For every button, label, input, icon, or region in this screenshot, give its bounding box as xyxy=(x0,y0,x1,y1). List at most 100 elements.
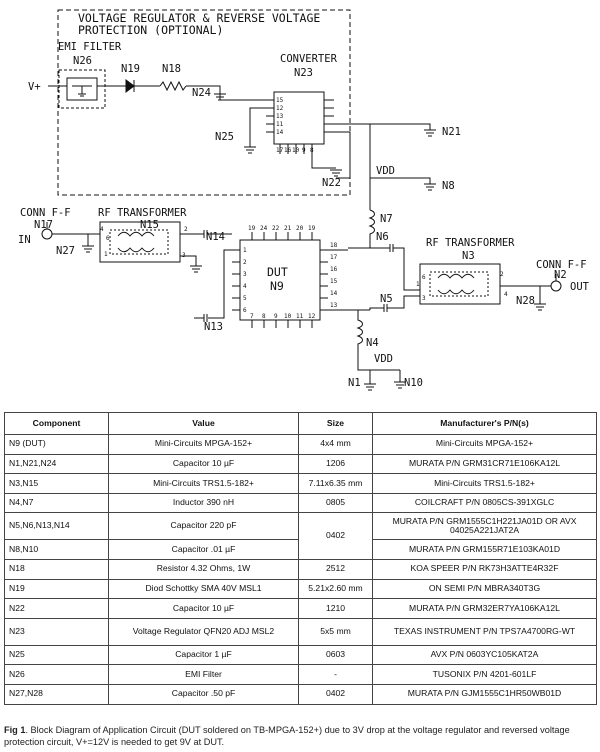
pin-dut-top-1: 19 xyxy=(248,225,256,232)
cell-value: Capacitor .01 µF xyxy=(108,539,299,560)
pin-dut-right-18: 18 xyxy=(330,242,338,249)
cell-value: Capacitor 10 µF xyxy=(108,598,299,619)
table-row: N18 Resistor 4.32 Ohms, 1W 2512 KOA SPEE… xyxy=(4,558,597,580)
bill-of-materials-table: Component Value Size Manufacturer's P/N(… xyxy=(4,412,597,705)
cell-pn: TEXAS INSTRUMENT P/N TPS7A4700RG-WT xyxy=(372,617,597,646)
pin-dut-left-6: 6 xyxy=(243,307,247,314)
table-row: N23 Voltage Regulator QFN20 ADJ MSL2 5x5… xyxy=(4,617,597,646)
ref-n8: N8 xyxy=(442,180,455,192)
pin-conv-left-13: 13 xyxy=(276,113,284,120)
table-row: N5,N6,N13,N14 Capacitor 220 pF 0402 MURA… xyxy=(4,512,597,560)
pin-dut-left-5: 5 xyxy=(243,295,247,302)
table-row: N26 EMI Filter - TUSONIX P/N 4201-601LF xyxy=(4,664,597,685)
cell-pn: MURATA P/N GRM155R71E103KA01D xyxy=(372,539,597,560)
cell-component: N8,N10 xyxy=(4,539,109,560)
cell-pn: MURATA P/N GRM31CR71E106KA12L xyxy=(372,453,597,475)
pin-dut-bottom-11: 11 xyxy=(296,313,304,320)
cell-size: 4x4 mm xyxy=(298,434,373,455)
pin-t-left-2: 2 xyxy=(184,226,188,233)
pin-conv-bottom-10: 10 xyxy=(292,147,300,154)
cell-size: 0603 xyxy=(298,644,373,666)
cell-component: N27,N28 xyxy=(4,683,109,705)
pin-t-right-6: 6 xyxy=(422,274,426,281)
pin-conv-bottom-16: 16 xyxy=(284,147,292,154)
pin-conv-bottom-8: 8 xyxy=(310,147,314,154)
pin-t-left-4: 4 xyxy=(100,226,104,233)
optional-regulator-box xyxy=(57,9,351,196)
pin-dut-right-13: 13 xyxy=(330,302,338,309)
cell-component: N22 xyxy=(4,598,109,619)
pin-conv-left-14: 14 xyxy=(276,129,284,136)
cell-component: N4,N7 xyxy=(4,492,109,514)
pin-dut-top-2: 24 xyxy=(260,225,268,232)
table-row: N3,N15 Mini-Circuits TRS1.5-182+ 7.11x6.… xyxy=(4,473,597,494)
cell-size: 7.11x6.35 mm xyxy=(298,473,373,494)
rf-transformer-left xyxy=(99,221,181,263)
table-row: N19 Diod Schottky SMA 40V MSL1 5.21x2.60… xyxy=(4,578,597,600)
ref-n27: N27 xyxy=(56,245,75,257)
pin-dut-right-17: 17 xyxy=(330,254,338,261)
ref-n24: N24 xyxy=(192,87,211,99)
cell-size: 5x5 mm xyxy=(298,617,373,646)
emi-filter-box xyxy=(58,69,106,109)
table-row: N25 Capacitor 1 µF 0603 AVX P/N 0603YC10… xyxy=(4,644,597,666)
out-label: OUT xyxy=(570,281,590,293)
rf-transformer-left-label: RF TRANSFORMER xyxy=(98,207,187,219)
cell-pn: KOA SPEER P/N RK73H3ATTE4R32F xyxy=(372,558,597,580)
cell-value: Capacitor 220 pF xyxy=(108,512,299,541)
cell-component: N25 xyxy=(4,644,109,666)
conn-out-label: CONN F-F xyxy=(536,259,587,271)
inductor-n7 xyxy=(368,209,375,248)
cell-value: Capacitor .50 pF xyxy=(108,683,299,705)
ref-n3: N3 xyxy=(462,250,475,262)
diode-symbol xyxy=(125,79,135,93)
ref-n17: N17 xyxy=(34,219,53,231)
cell-pn: ON SEMI P/N MBRA340T3G xyxy=(372,578,597,600)
box-title-line2: PROTECTION (OPTIONAL) xyxy=(78,23,223,37)
emi-filter-label: EMI FILTER xyxy=(58,41,122,53)
header-size: Size xyxy=(298,412,373,435)
cell-size: 0402 xyxy=(298,683,373,705)
pin-conv-bottom-17: 17 xyxy=(276,147,284,154)
header-value: Value xyxy=(108,412,299,435)
ref-n19: N19 xyxy=(121,63,140,75)
cell-size: 1210 xyxy=(298,598,373,619)
pin-conv-left-11: 11 xyxy=(276,121,284,128)
cell-pn: TUSONIX P/N 4201-601LF xyxy=(372,664,597,685)
pin-dut-left-4: 4 xyxy=(243,283,247,290)
cell-size: 2512 xyxy=(298,558,373,580)
caption-text: . Block Diagram of Application Circuit (… xyxy=(4,725,570,747)
cell-value: Mini-Circuits MPGA-152+ xyxy=(108,434,299,455)
ref-n21: N21 xyxy=(442,126,461,138)
cell-value: Inductor 390 nH xyxy=(108,492,299,514)
rf-transformer-right-label: RF TRANSFORMER xyxy=(426,237,515,249)
cell-size: 0402 xyxy=(298,512,373,560)
converter-label: CONVERTER xyxy=(280,53,338,65)
box-title-line1: VOLTAGE REGULATOR & REVERSE VOLTAGE xyxy=(78,11,320,25)
table-row: N27,N28 Capacitor .50 pF 0402 MURATA P/N… xyxy=(4,683,597,705)
resistor-symbol xyxy=(159,80,187,92)
ref-n14: N14 xyxy=(206,231,225,243)
conn-in-label: CONN F-F xyxy=(20,207,71,219)
dut-label: DUT xyxy=(267,265,288,279)
pin-t-right-4: 4 xyxy=(504,291,508,298)
pin-t-right-3: 3 xyxy=(422,295,426,302)
ref-n25: N25 xyxy=(215,131,234,143)
pin-conv-left-15: 15 xyxy=(276,97,284,104)
pin-dut-top-5: 20 xyxy=(296,225,304,232)
cell-pn: COILCRAFT P/N 0805CS-391XGLC xyxy=(372,492,597,514)
table-row: N4,N7 Inductor 390 nH 0805 COILCRAFT P/N… xyxy=(4,492,597,514)
cell-pn: AVX P/N 0603YC105KAT2A xyxy=(372,644,597,666)
pin-dut-bottom-8: 8 xyxy=(262,313,266,320)
cell-pn: Mini-Circuits MPGA-152+ xyxy=(372,434,597,455)
cell-pn: MURATA P/N GRM32ER7YA106KA12L xyxy=(372,598,597,619)
cell-pn: Mini-Circuits TRS1.5-182+ xyxy=(372,473,597,494)
inductor-n4 xyxy=(356,310,400,371)
cell-size: 0805 xyxy=(298,492,373,514)
pin-dut-right-14: 14 xyxy=(330,290,338,297)
cell-component: N1,N21,N24 xyxy=(4,453,109,475)
cell-component: N23 xyxy=(4,617,109,646)
pin-dut-left-3: 3 xyxy=(243,271,247,278)
cell-component: N3,N15 xyxy=(4,473,109,494)
cell-component: N19 xyxy=(4,578,109,600)
